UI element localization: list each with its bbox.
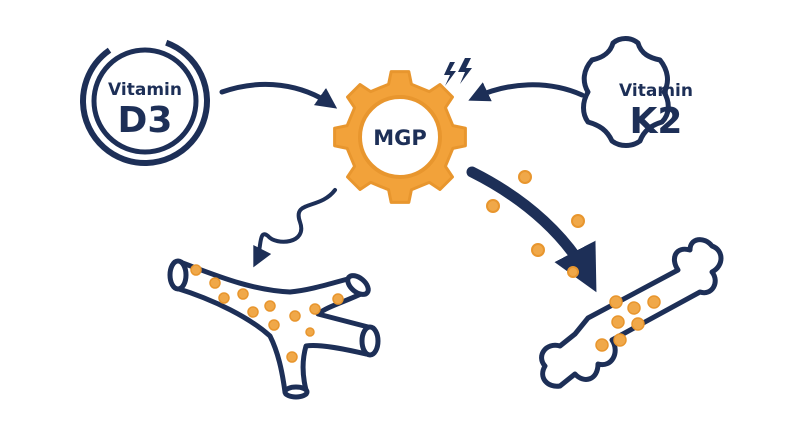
arrow-mgp-to-vessel (253, 188, 337, 268)
vessel-opening-right (359, 324, 381, 358)
bone-calcium-deposits (595, 295, 661, 352)
vitamin-k2-badge: Vitamin K2 (581, 36, 693, 148)
k2-label-code: K2 (630, 101, 683, 142)
vessel-calcium-deposits (190, 264, 344, 363)
vessel-opening-top (345, 273, 371, 297)
mgp-gear: MGP (333, 70, 467, 204)
d3-outer-ring-icon (80, 36, 210, 166)
bone-icon (539, 237, 724, 389)
k2-label-vitamin: Vitamin (619, 81, 693, 101)
vessel-opening-bottom (282, 384, 310, 400)
vitamin-d3-badge: Vitamin D3 (80, 36, 210, 166)
d3-label-code: D3 (118, 100, 173, 141)
arrow-mgp-to-bone (466, 166, 597, 293)
d3-inner-ring (91, 47, 199, 155)
calcium-particles-flow (486, 170, 585, 278)
vessel-opening-left (167, 258, 189, 292)
k2-cross-badge-icon (581, 36, 671, 148)
arrow-k2-to-mgp (468, 82, 585, 102)
blood-vessel-icon (167, 258, 381, 400)
lightning-icon (444, 58, 472, 86)
gear-inner-ring (358, 95, 442, 179)
d3-label-vitamin: Vitamin (108, 80, 182, 100)
mgp-label: MGP (373, 126, 427, 150)
arrow-d3-to-mgp (219, 81, 338, 109)
